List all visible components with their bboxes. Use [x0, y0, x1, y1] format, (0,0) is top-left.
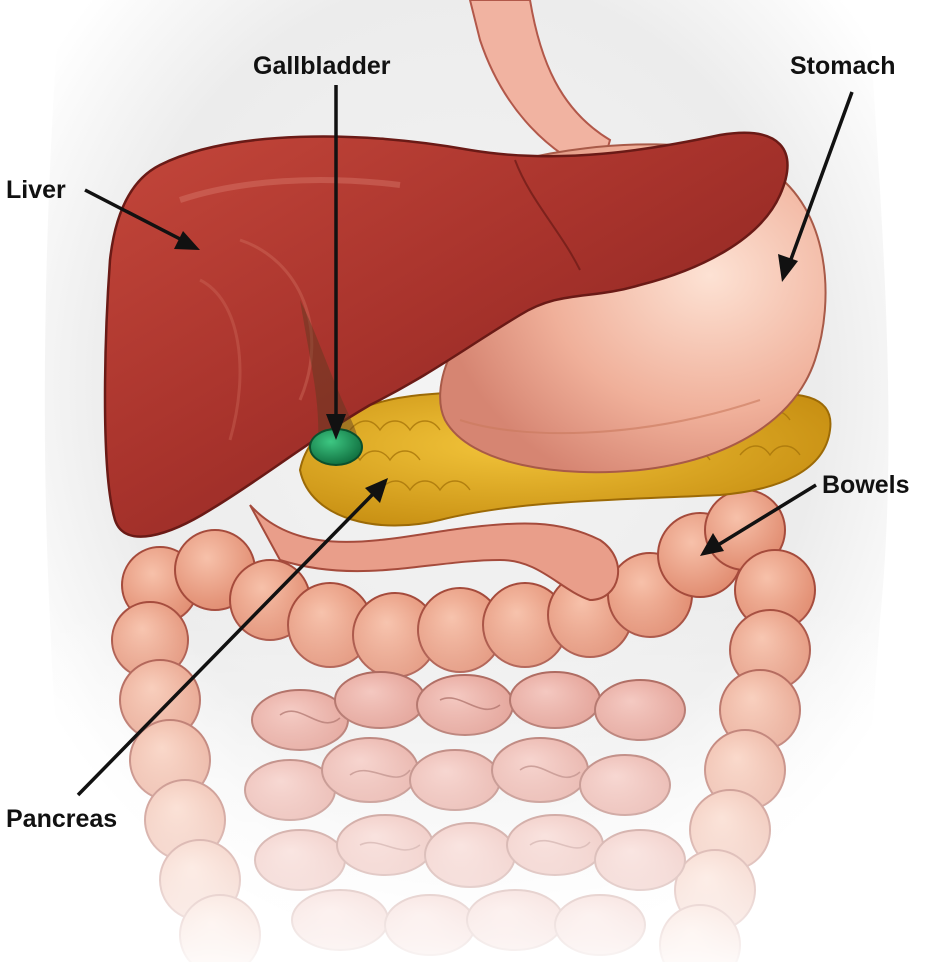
label-liver: Liver [6, 178, 66, 203]
bottom-fade [0, 600, 928, 962]
label-bowels: Bowels [822, 473, 910, 498]
label-gallbladder: Gallbladder [253, 54, 391, 79]
label-stomach: Stomach [790, 54, 896, 79]
label-pancreas: Pancreas [6, 807, 117, 832]
